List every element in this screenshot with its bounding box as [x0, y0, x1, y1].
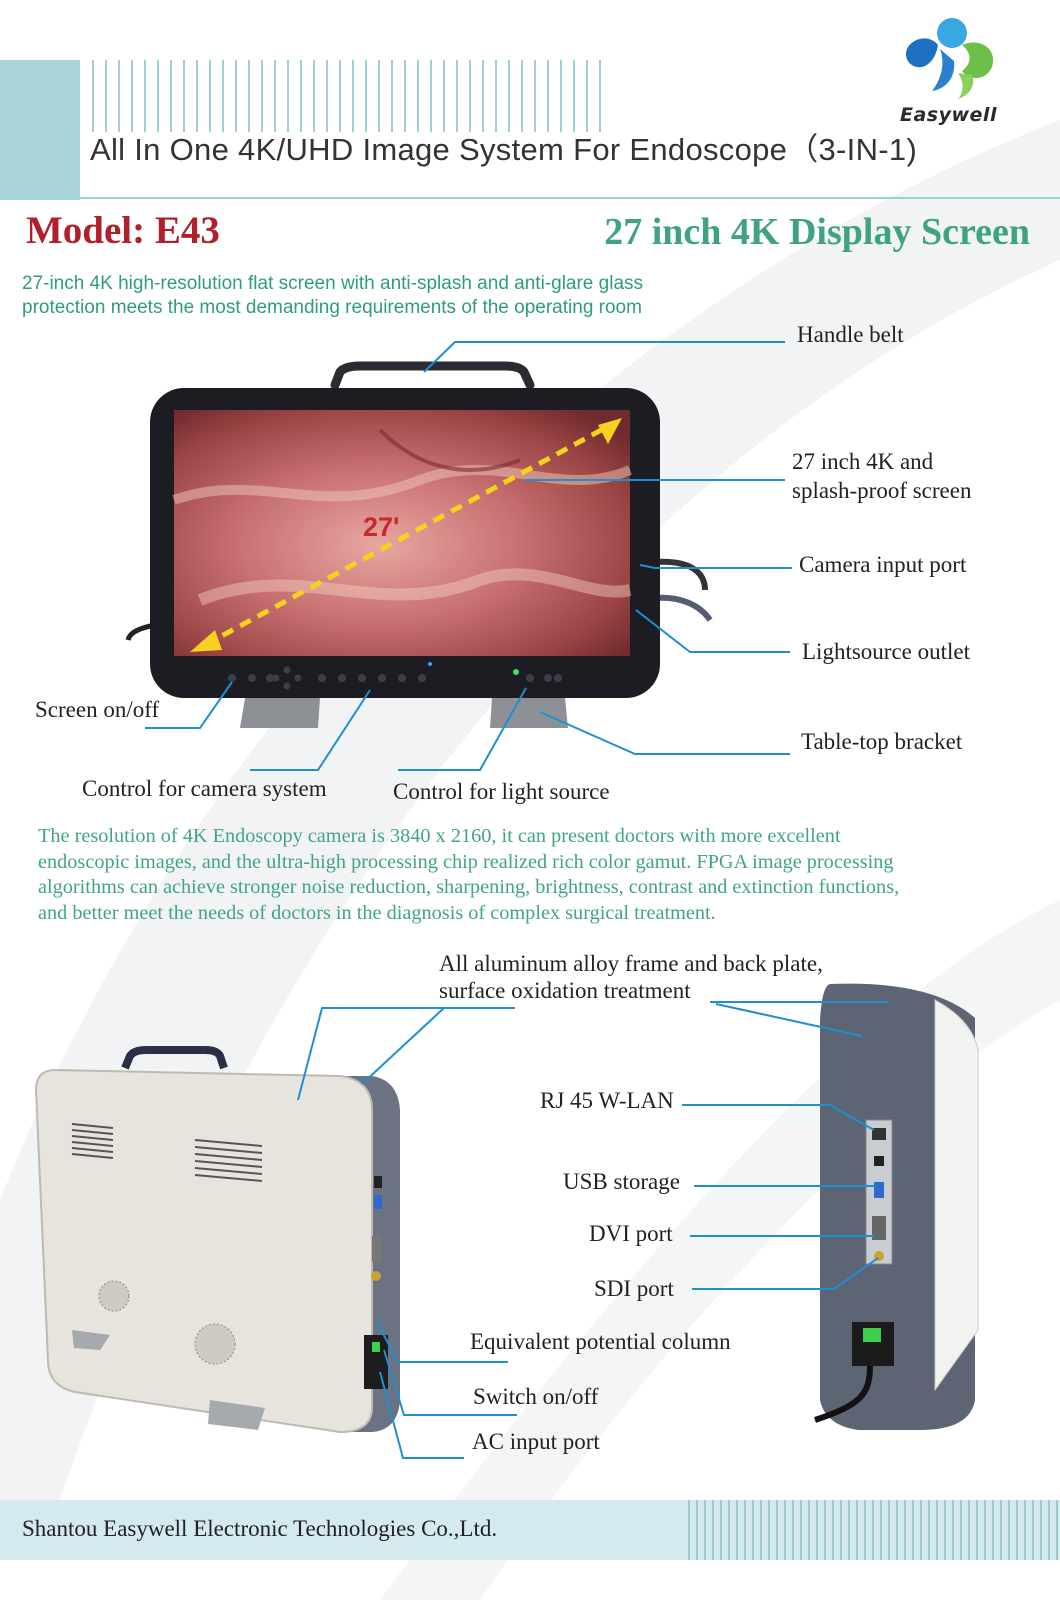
- header-divider: [80, 197, 1060, 199]
- model-label: Model: E43: [26, 209, 220, 252]
- callout-sdi: SDI port: [594, 1276, 674, 1301]
- callout-switch: Switch on/off: [473, 1384, 599, 1409]
- header-accent-block: [0, 60, 80, 200]
- callout-screen: 27 inch 4K and splash-proof screen: [792, 447, 971, 505]
- subhead-line: 27-inch 4K high-resolution flat screen w…: [22, 273, 644, 294]
- callout-equipotential: Equivalent potential column: [470, 1329, 731, 1354]
- description-paragraph: The resolution of 4K Endoscopy camera is…: [38, 824, 1028, 926]
- page-title: All In One 4K/UHD Image System For Endos…: [90, 132, 918, 167]
- diagonal-size-label: 27': [363, 512, 400, 542]
- product-headline: 27 inch 4K Display Screen: [604, 211, 1030, 253]
- header-stripes: [92, 60, 612, 132]
- brand-name: Easywell: [900, 104, 997, 126]
- callout-aluminum-frame: All aluminum alloy frame and back plate,…: [439, 950, 823, 1004]
- description-line: The resolution of 4K Endoscopy camera is…: [38, 825, 841, 847]
- callout-rj45: RJ 45 W-LAN: [540, 1088, 674, 1113]
- easywell-logo-icon: [905, 18, 994, 99]
- footer-stripes: [688, 1500, 1060, 1560]
- callout-table-bracket: Table-top bracket: [801, 729, 963, 754]
- callout-camera-input: Camera input port: [799, 552, 967, 577]
- product-subhead: 27-inch 4K high-resolution flat screen w…: [22, 272, 742, 320]
- callout-camera-control: Control for camera system: [82, 776, 327, 801]
- callout-ac-input: AC input port: [472, 1429, 600, 1454]
- callout-dvi: DVI port: [589, 1221, 673, 1246]
- callout-light-control: Control for light source: [393, 779, 610, 804]
- callout-screen-line: splash-proof screen: [792, 478, 972, 503]
- description-line: endoscopic images, and the ultra-high pr…: [38, 850, 894, 873]
- description-line: algorithms can achieve stronger noise re…: [38, 876, 900, 898]
- callout-lightsource-outlet: Lightsource outlet: [802, 639, 970, 664]
- callout-frame-line: All aluminum alloy frame and back plate,: [439, 951, 823, 976]
- description-line: and better meet the needs of doctors in …: [38, 901, 716, 924]
- callout-screen-onoff: Screen on/off: [35, 697, 160, 722]
- footer-company: Shantou Easywell Electronic Technologies…: [22, 1516, 498, 1541]
- callout-handle-belt: Handle belt: [797, 322, 904, 347]
- callout-frame-line: surface oxidation treatment: [439, 978, 691, 1003]
- callout-screen-line: 27 inch 4K and: [792, 449, 934, 474]
- callout-usb: USB storage: [563, 1169, 680, 1194]
- subhead-line: protection meets the most demanding requ…: [22, 297, 642, 318]
